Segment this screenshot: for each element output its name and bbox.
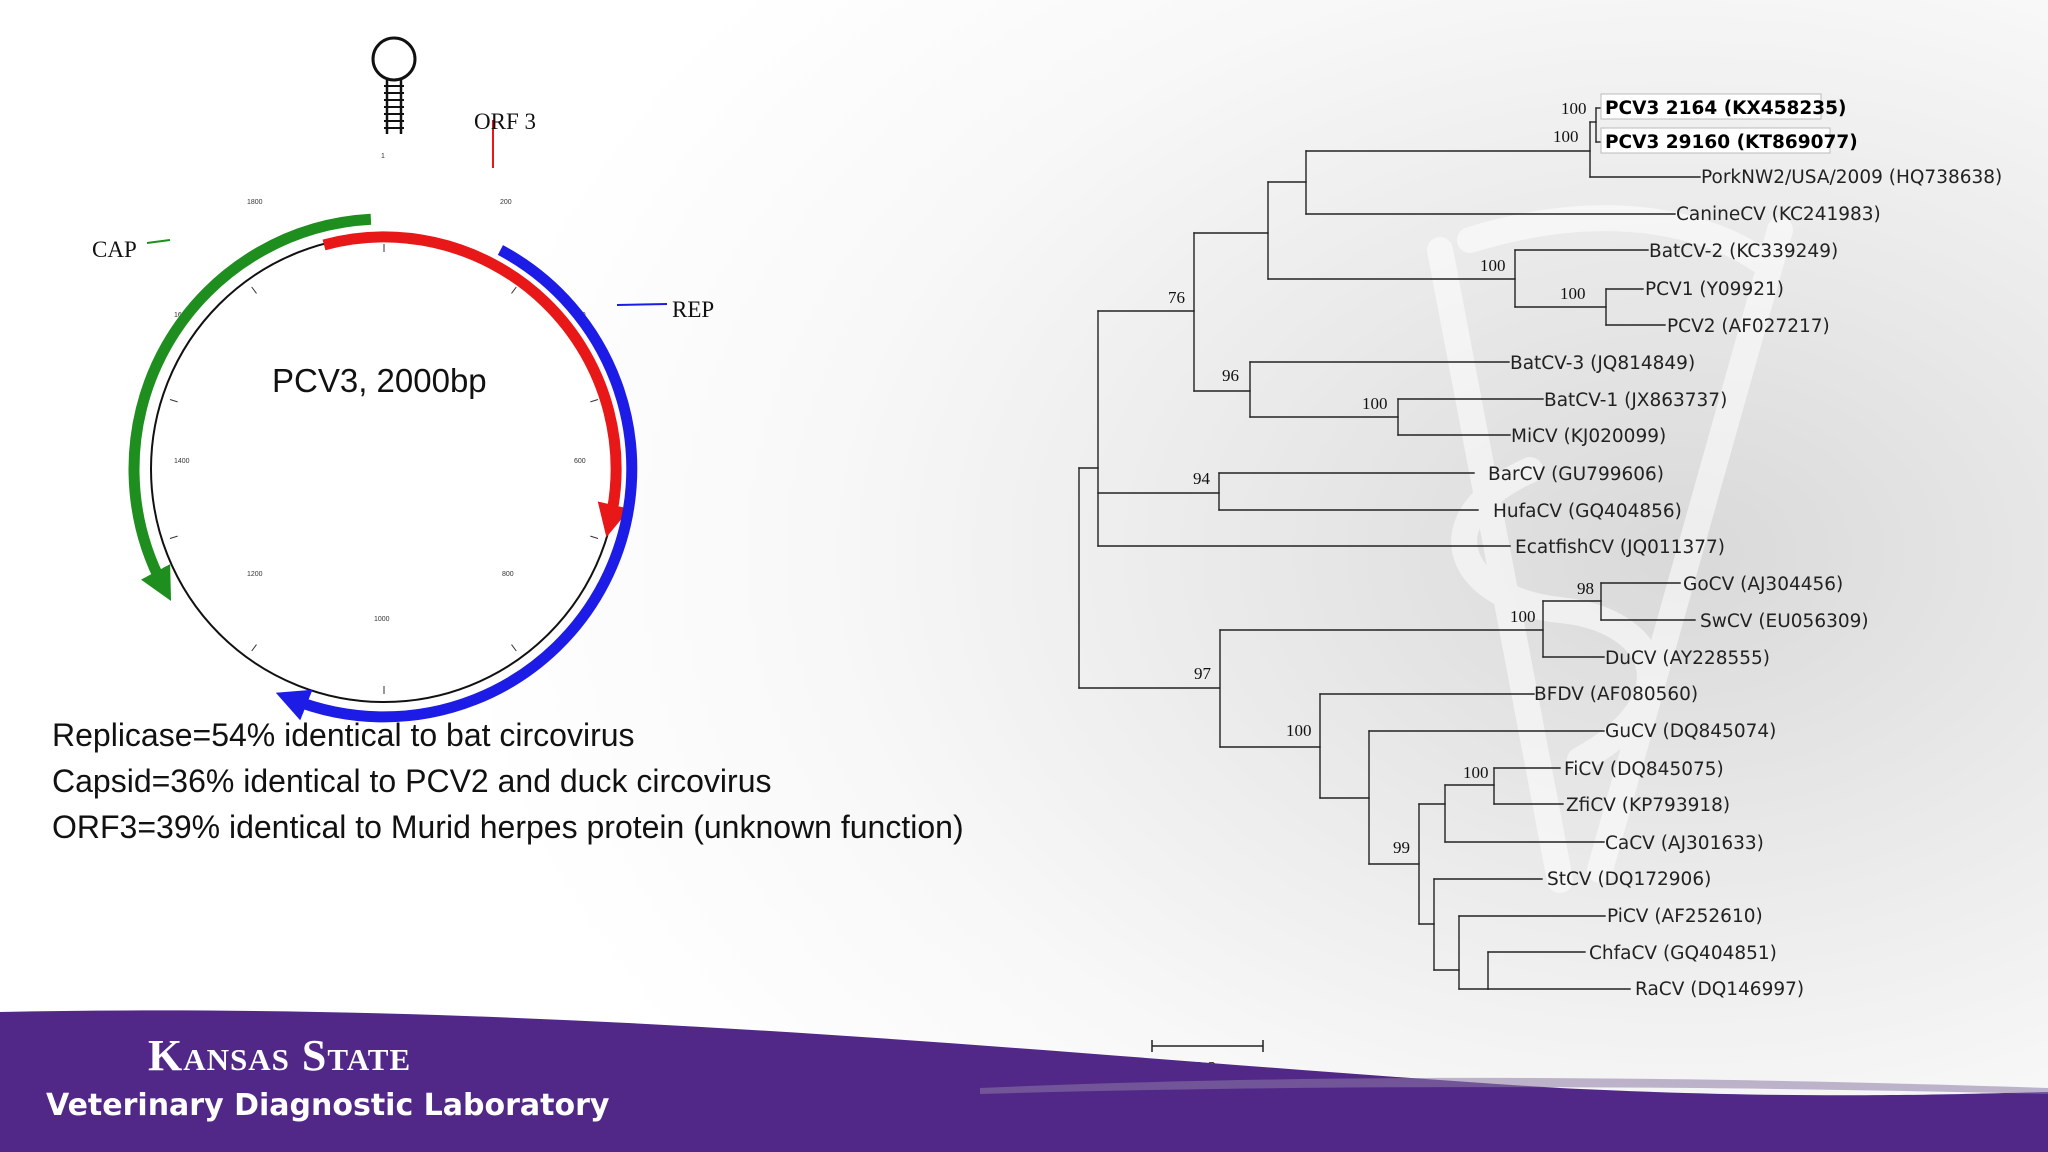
taxon-label: FiCV (DQ845075) [1564, 759, 1724, 780]
taxon-label: BarCV (GU799606) [1488, 464, 1664, 485]
bootstrap-value: 100 [1510, 607, 1536, 626]
tick-label: 600 [574, 458, 586, 465]
footer-purple-band [0, 1010, 2048, 1152]
taxon-label: MiCV (KJ020099) [1511, 426, 1666, 447]
tick-label: 200 [500, 199, 512, 206]
bootstrap-value: 100 [1463, 763, 1489, 782]
bootstrap-value: 94 [1193, 469, 1211, 488]
genome-tick-marks [169, 244, 599, 694]
taxon-label: StCV (DQ172906) [1547, 869, 1711, 890]
taxon-label: PCV3 29160 (KT869077) [1605, 132, 1858, 153]
tick-label: 1000 [374, 616, 390, 623]
tick-label: 1200 [247, 571, 263, 578]
bootstrap-value: 99 [1393, 838, 1410, 857]
tree-branches [1078, 107, 1701, 990]
bootstrap-value: 96 [1222, 366, 1239, 385]
genome-map-title: PCV3, 2000bp [272, 362, 487, 399]
phylogenetic-tree: PCV3 2164 (KX458235) PCV3 29160 (KT86907… [1078, 93, 2002, 1077]
pcv3-highlight-box [1600, 127, 1831, 154]
taxon-label: BFDV (AF080560) [1534, 684, 1698, 705]
caduceus-watermark-icon [1427, 205, 1793, 893]
taxon-label: BatCV-1 (JX863737) [1544, 390, 1727, 411]
taxon-label: HufaCV (GQ404856) [1493, 501, 1682, 522]
taxon-label: ChfaCV (GQ404851) [1589, 943, 1777, 964]
tick-label: 1 [381, 153, 385, 160]
taxon-label: ZfiCV (KP793918) [1566, 795, 1730, 816]
taxon-label: RaCV (DQ146997) [1635, 979, 1804, 1000]
stem-loop-icon [371, 36, 417, 134]
tick-mark [511, 644, 517, 652]
tick-mark [169, 535, 178, 539]
bootstrap-value: 100 [1286, 721, 1312, 740]
tick-mark [590, 535, 599, 539]
orf3-note: ORF3=39% identical to Murid herpes prote… [52, 809, 964, 845]
identity-notes-list: Replicase=54% identical to bat circoviru… [52, 712, 964, 850]
orf3-label: ORF 3 [474, 109, 536, 134]
tick-label: 1400 [174, 458, 190, 465]
taxon-label: CanineCV (KC241983) [1676, 204, 1881, 225]
taxon-label: GoCV (AJ304456) [1683, 574, 1843, 595]
bootstrap-value: 100 [1480, 256, 1506, 275]
taxon-labels: PCV3 2164 (KX458235) PCV3 29160 (KT86907… [1488, 98, 2002, 1000]
taxon-label: SwCV (EU056309) [1700, 611, 1869, 632]
taxon-label: PorkNW2/USA/2009 (HQ738638) [1701, 167, 2002, 188]
pcv3-highlight-box [1600, 93, 1822, 120]
bootstrap-value: 100 [1560, 284, 1586, 303]
tick-mark [251, 644, 257, 652]
taxon-label: PCV2 (AF027217) [1667, 316, 1830, 337]
capsid-note: Capsid=36% identical to PCV2 and duck ci… [52, 763, 772, 799]
taxon-label: EcatfishCV (JQ011377) [1515, 537, 1725, 558]
bootstrap-values: 100 100 100 100 76 96 100 94 98 100 97 1… [1168, 99, 1594, 857]
bootstrap-value: 98 [1577, 579, 1594, 598]
tick-mark [169, 399, 178, 403]
tick-mark [590, 399, 599, 403]
bootstrap-value: 100 [1362, 394, 1388, 413]
cap-label: CAP [92, 237, 137, 262]
footer-university-name: Kansas State [148, 1031, 412, 1080]
bootstrap-value: 76 [1168, 288, 1185, 307]
taxon-label: BatCV-3 (JQ814849) [1510, 353, 1695, 374]
genome-map: 1 200 400 600 800 1000 1200 1400 1600 18… [92, 36, 714, 723]
taxon-label: BatCV-2 (KC339249) [1649, 241, 1838, 262]
cap-leader-line [146, 239, 171, 244]
cap-arrow [128, 213, 372, 601]
replicase-note: Replicase=54% identical to bat circoviru… [52, 717, 635, 753]
footer-department-name: Veterinary Diagnostic Laboratory [46, 1088, 610, 1123]
tick-label: 1800 [247, 199, 263, 206]
footer-band [0, 1010, 2048, 1152]
rep-leader-line [616, 303, 668, 306]
taxon-label: DuCV (AY228555) [1605, 648, 1770, 669]
taxon-label: PCV3 2164 (KX458235) [1605, 98, 1846, 119]
bootstrap-value: 100 [1561, 99, 1587, 118]
taxon-label: GuCV (DQ845074) [1605, 721, 1776, 742]
tick-mark [251, 286, 257, 294]
tick-label: 800 [502, 571, 514, 578]
taxon-label: CaCV (AJ301633) [1605, 833, 1764, 854]
taxon-label: PCV1 (Y09921) [1645, 279, 1784, 300]
taxon-label: PiCV (AF252610) [1607, 906, 1763, 927]
footer-swoosh [980, 1077, 2048, 1094]
rep-label: REP [672, 297, 714, 322]
bootstrap-value: 97 [1194, 664, 1212, 683]
rep-arrow [275, 245, 638, 723]
orf3-arrow [322, 231, 630, 538]
bootstrap-value: 100 [1553, 127, 1579, 146]
tick-mark [511, 286, 517, 294]
